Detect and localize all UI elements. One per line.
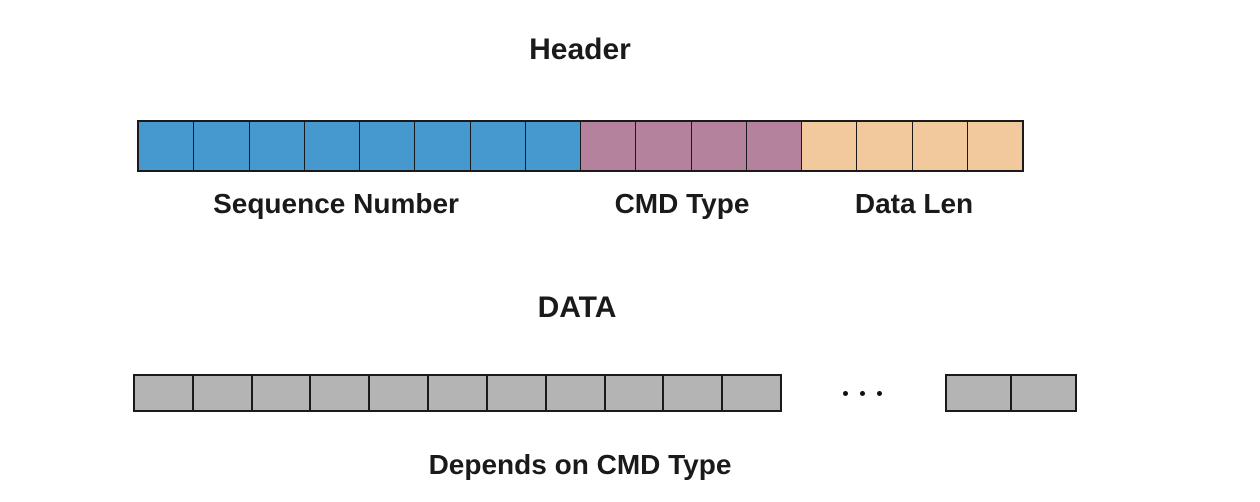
sequence-number-cell xyxy=(194,122,250,170)
sequence-number-cell xyxy=(304,122,360,170)
cmd-type-cell xyxy=(581,122,637,170)
header-byte-bar xyxy=(137,120,1024,172)
sequence-number-cell xyxy=(249,122,305,170)
data-byte-cell xyxy=(135,376,194,410)
data-len-cell xyxy=(967,122,1022,170)
data-byte-cell xyxy=(193,376,253,410)
sequence-number-cell xyxy=(525,122,581,170)
data-byte-cell xyxy=(546,376,606,410)
sequence-number-cell xyxy=(415,122,471,170)
data-byte-cell xyxy=(252,376,312,410)
data-byte-cell xyxy=(723,376,780,410)
data-len-cell xyxy=(912,122,968,170)
sequence-number-cell xyxy=(139,122,195,170)
cmd-type-cell xyxy=(746,122,802,170)
data-byte-bar-main xyxy=(133,374,782,412)
ellipsis-dots xyxy=(843,391,882,396)
data-byte-cell xyxy=(664,376,724,410)
sequence-number-label: Sequence Number xyxy=(213,188,459,219)
depends-on-cmd-type-label: Depends on CMD Type xyxy=(428,449,732,480)
data-byte-cell xyxy=(487,376,547,410)
data-byte-bar-tail xyxy=(945,374,1077,412)
data-byte-cell xyxy=(370,376,430,410)
cmd-type-cell xyxy=(636,122,692,170)
ellipsis-dot xyxy=(860,391,865,396)
data-len-label: Data Len xyxy=(854,188,974,219)
data-byte-cell xyxy=(1012,376,1075,410)
ellipsis-dot xyxy=(877,391,882,396)
data-byte-cell xyxy=(429,376,488,410)
cmd-type-cell xyxy=(691,122,747,170)
sequence-number-cell xyxy=(360,122,416,170)
data-byte-cell xyxy=(605,376,665,410)
header-section-title: Header xyxy=(529,33,631,66)
data-len-cell xyxy=(857,122,913,170)
data-len-cell xyxy=(802,122,858,170)
data-byte-cell xyxy=(311,376,371,410)
cmd-type-label: CMD Type xyxy=(614,188,750,219)
data-section-title: DATA xyxy=(537,291,617,324)
ellipsis-dot xyxy=(843,391,848,396)
data-byte-cell xyxy=(947,376,1012,410)
sequence-number-cell xyxy=(470,122,526,170)
